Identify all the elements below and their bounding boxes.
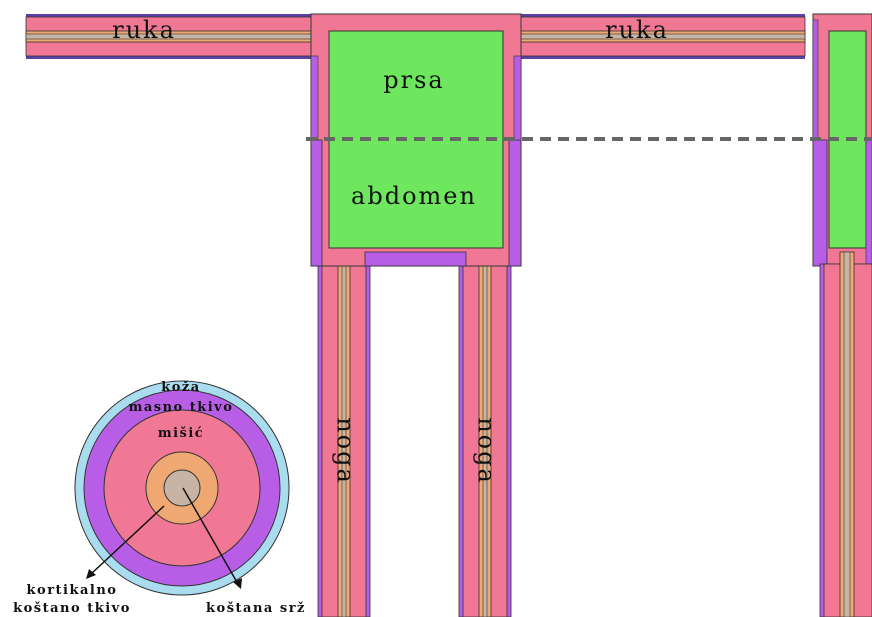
abdomen-label: abdomen: [351, 182, 477, 210]
cortical-label-line2: koštano tkivo: [13, 601, 131, 616]
cross-section-legend: koža masno tkivo mišić kortikalno koštan…: [13, 380, 306, 616]
arm-left-label: ruka: [112, 16, 176, 44]
cortical-pointer-line: [90, 505, 165, 575]
torso-side: [812, 13, 872, 267]
leg-left-label: noga: [332, 417, 360, 485]
arm-left: [25, 14, 327, 59]
leg-right-label: noga: [473, 417, 501, 485]
cortical-arrowhead: [86, 569, 96, 579]
fat-label: masno tkivo: [129, 400, 234, 415]
arm-right: [504, 14, 806, 59]
arm-right-label: ruka: [605, 16, 669, 44]
marrow-pointer-line: [182, 487, 239, 585]
bone-marrow-core: [163, 469, 201, 507]
skin-label: koža: [161, 380, 200, 395]
marrow-label: koštana srž: [206, 601, 306, 616]
muscle-label: mišić: [158, 426, 204, 441]
leg-left: [317, 251, 371, 617]
leg-right: [458, 251, 512, 617]
leg-side: [819, 251, 872, 617]
cortical-label-line1: kortikalno: [27, 583, 118, 598]
chest-label: prsa: [383, 66, 444, 94]
marrow-arrowhead: [233, 578, 242, 589]
